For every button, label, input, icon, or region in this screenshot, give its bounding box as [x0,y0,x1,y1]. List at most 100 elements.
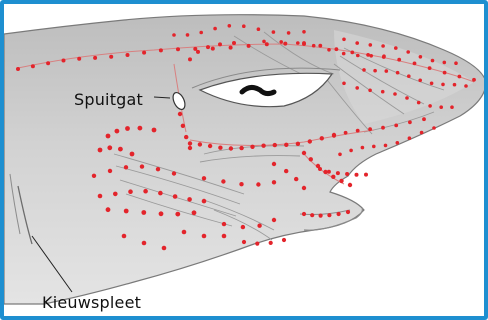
pore-dot [193,47,197,51]
pore-dot [294,177,298,181]
pore-dot [408,120,412,124]
pore-dot [408,136,412,140]
pore-dot [318,44,322,48]
pore-dot [181,124,185,128]
pore-dot [265,42,269,46]
pore-dot [159,48,163,52]
pore-dot [206,45,210,49]
pore-dot [431,59,435,63]
pore-dot [208,144,212,148]
pore-dot [125,126,130,131]
pore-dot [319,214,323,218]
pore-dot [394,124,398,128]
pore-dot [202,176,206,180]
pore-dot [128,189,133,194]
pore-dot [356,54,360,58]
pore-dot [368,89,372,93]
pore-dot [228,24,232,28]
pore-dot [393,92,397,96]
pore-dot [108,169,112,173]
pore-dot [113,192,118,197]
pore-dot [296,41,300,45]
pore-dot [384,144,388,148]
pore-dot [124,209,129,214]
pore-dot [472,78,476,82]
pore-dot [199,31,203,35]
pore-dot [413,62,417,66]
pore-dot [350,51,354,55]
shark-head-illustration [4,4,484,316]
pore-dot [355,173,359,177]
pore-dot [327,48,331,52]
pore-dot [369,43,373,47]
pore-dot [361,146,365,150]
pore-dot [310,213,314,217]
pore-dot [187,197,192,202]
pore-dot [196,50,200,54]
pore-dot [385,69,389,73]
pore-dot [454,61,458,65]
pore-dot [242,240,246,244]
pore-dot [366,53,370,57]
pore-dot [98,194,103,199]
pore-dot [344,131,348,135]
pore-dot [16,67,20,71]
pore-dot [198,142,202,146]
pore-dot [221,179,225,183]
pore-dot [262,40,266,44]
pore-dot [159,211,164,216]
pore-dot [308,139,312,143]
pore-dot [346,210,350,214]
pore-dot [92,174,96,178]
pore-dot [349,149,353,153]
pore-dot [284,169,288,173]
pore-dot [282,238,286,242]
pore-dot [192,210,197,215]
pore-dot [140,164,144,168]
pore-dot [77,57,81,61]
pore-dot [93,56,97,60]
pore-dot [115,129,120,134]
pore-dot [432,126,436,130]
pore-dot [302,212,306,216]
gill-slit-label: Kieuwspleet [42,293,141,312]
pore-dot [162,246,167,251]
pore-dot [345,172,349,176]
pore-dot [143,189,148,194]
pore-dot [202,199,207,204]
pore-dot [176,47,180,51]
pore-dot [464,84,468,88]
pore-dot [458,75,462,79]
pore-dot [257,224,261,228]
pore-dot [173,194,178,199]
pore-dot [320,136,324,140]
pore-dot [302,41,306,45]
pore-dot [202,234,207,239]
pore-dot [453,83,457,87]
pore-dot [118,147,123,152]
pore-dot [124,165,128,169]
pore-dot [342,82,346,86]
pore-dot [31,64,35,68]
pore-dot [186,33,190,37]
pore-dot [362,68,366,72]
pore-dot [257,27,261,31]
pore-dot [250,145,254,149]
pore-dot [142,51,146,55]
pore-dot [241,225,245,229]
pore-dot [369,54,373,58]
pore-dot [272,162,276,166]
pore-dot [218,42,222,46]
pore-dot [355,41,359,45]
pore-dot [419,55,423,59]
pore-dot [211,47,215,51]
pore-dot [381,90,385,94]
pore-dot [272,218,276,222]
pore-dot [188,57,192,61]
pore-dot [302,30,306,34]
pore-dot [406,50,410,54]
pore-dot [373,69,377,73]
pore-dot [109,55,113,59]
pore-dot [178,112,182,116]
pore-dot [336,171,340,175]
